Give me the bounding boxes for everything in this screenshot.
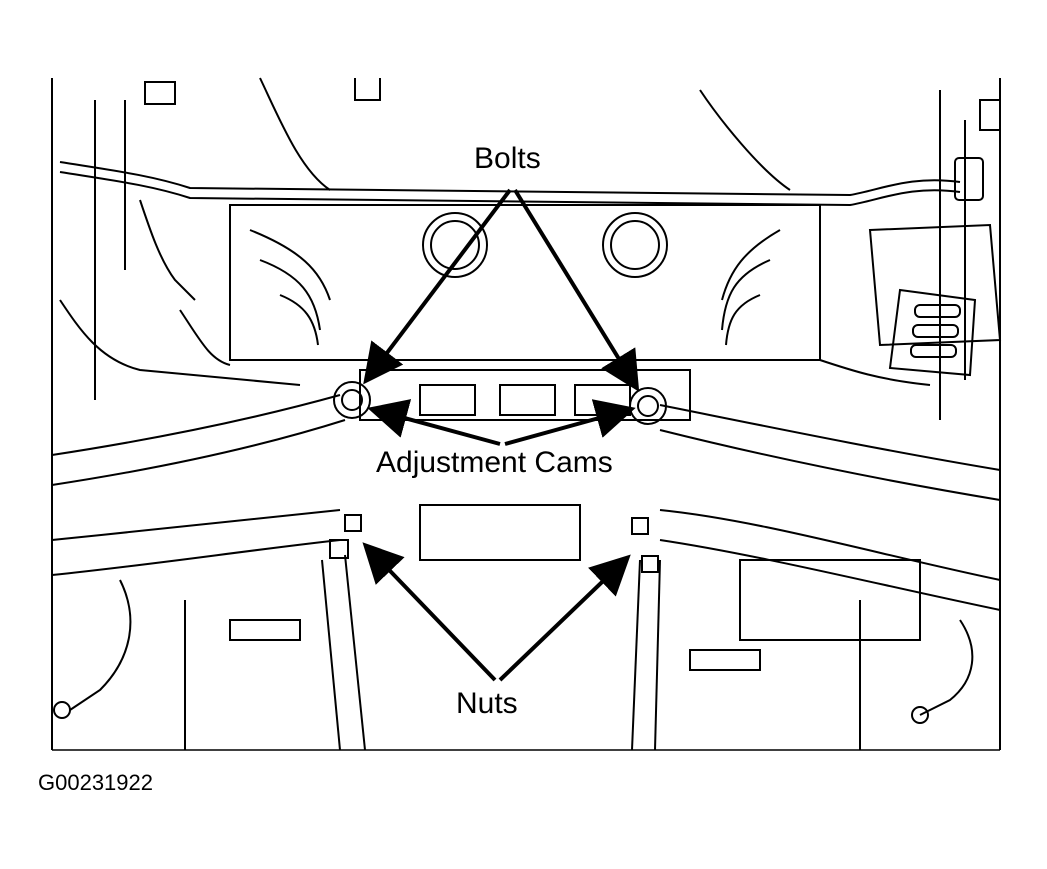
arrow-bolts-left xyxy=(363,188,512,385)
arrow-cams-right xyxy=(504,399,636,446)
underbody-drawing xyxy=(51,77,1002,751)
arrow-nuts-left xyxy=(362,542,497,682)
arrow-nuts-right xyxy=(498,554,631,682)
arrow-bolts-right xyxy=(513,188,640,392)
adjustment-cams-label: Adjustment Cams xyxy=(372,446,617,480)
callout-arrows xyxy=(362,188,640,682)
bolts-label: Bolts xyxy=(470,142,545,176)
figure-code: G00231922 xyxy=(38,770,153,795)
nuts-label: Nuts xyxy=(452,687,522,721)
arrow-cams-left xyxy=(367,399,501,446)
